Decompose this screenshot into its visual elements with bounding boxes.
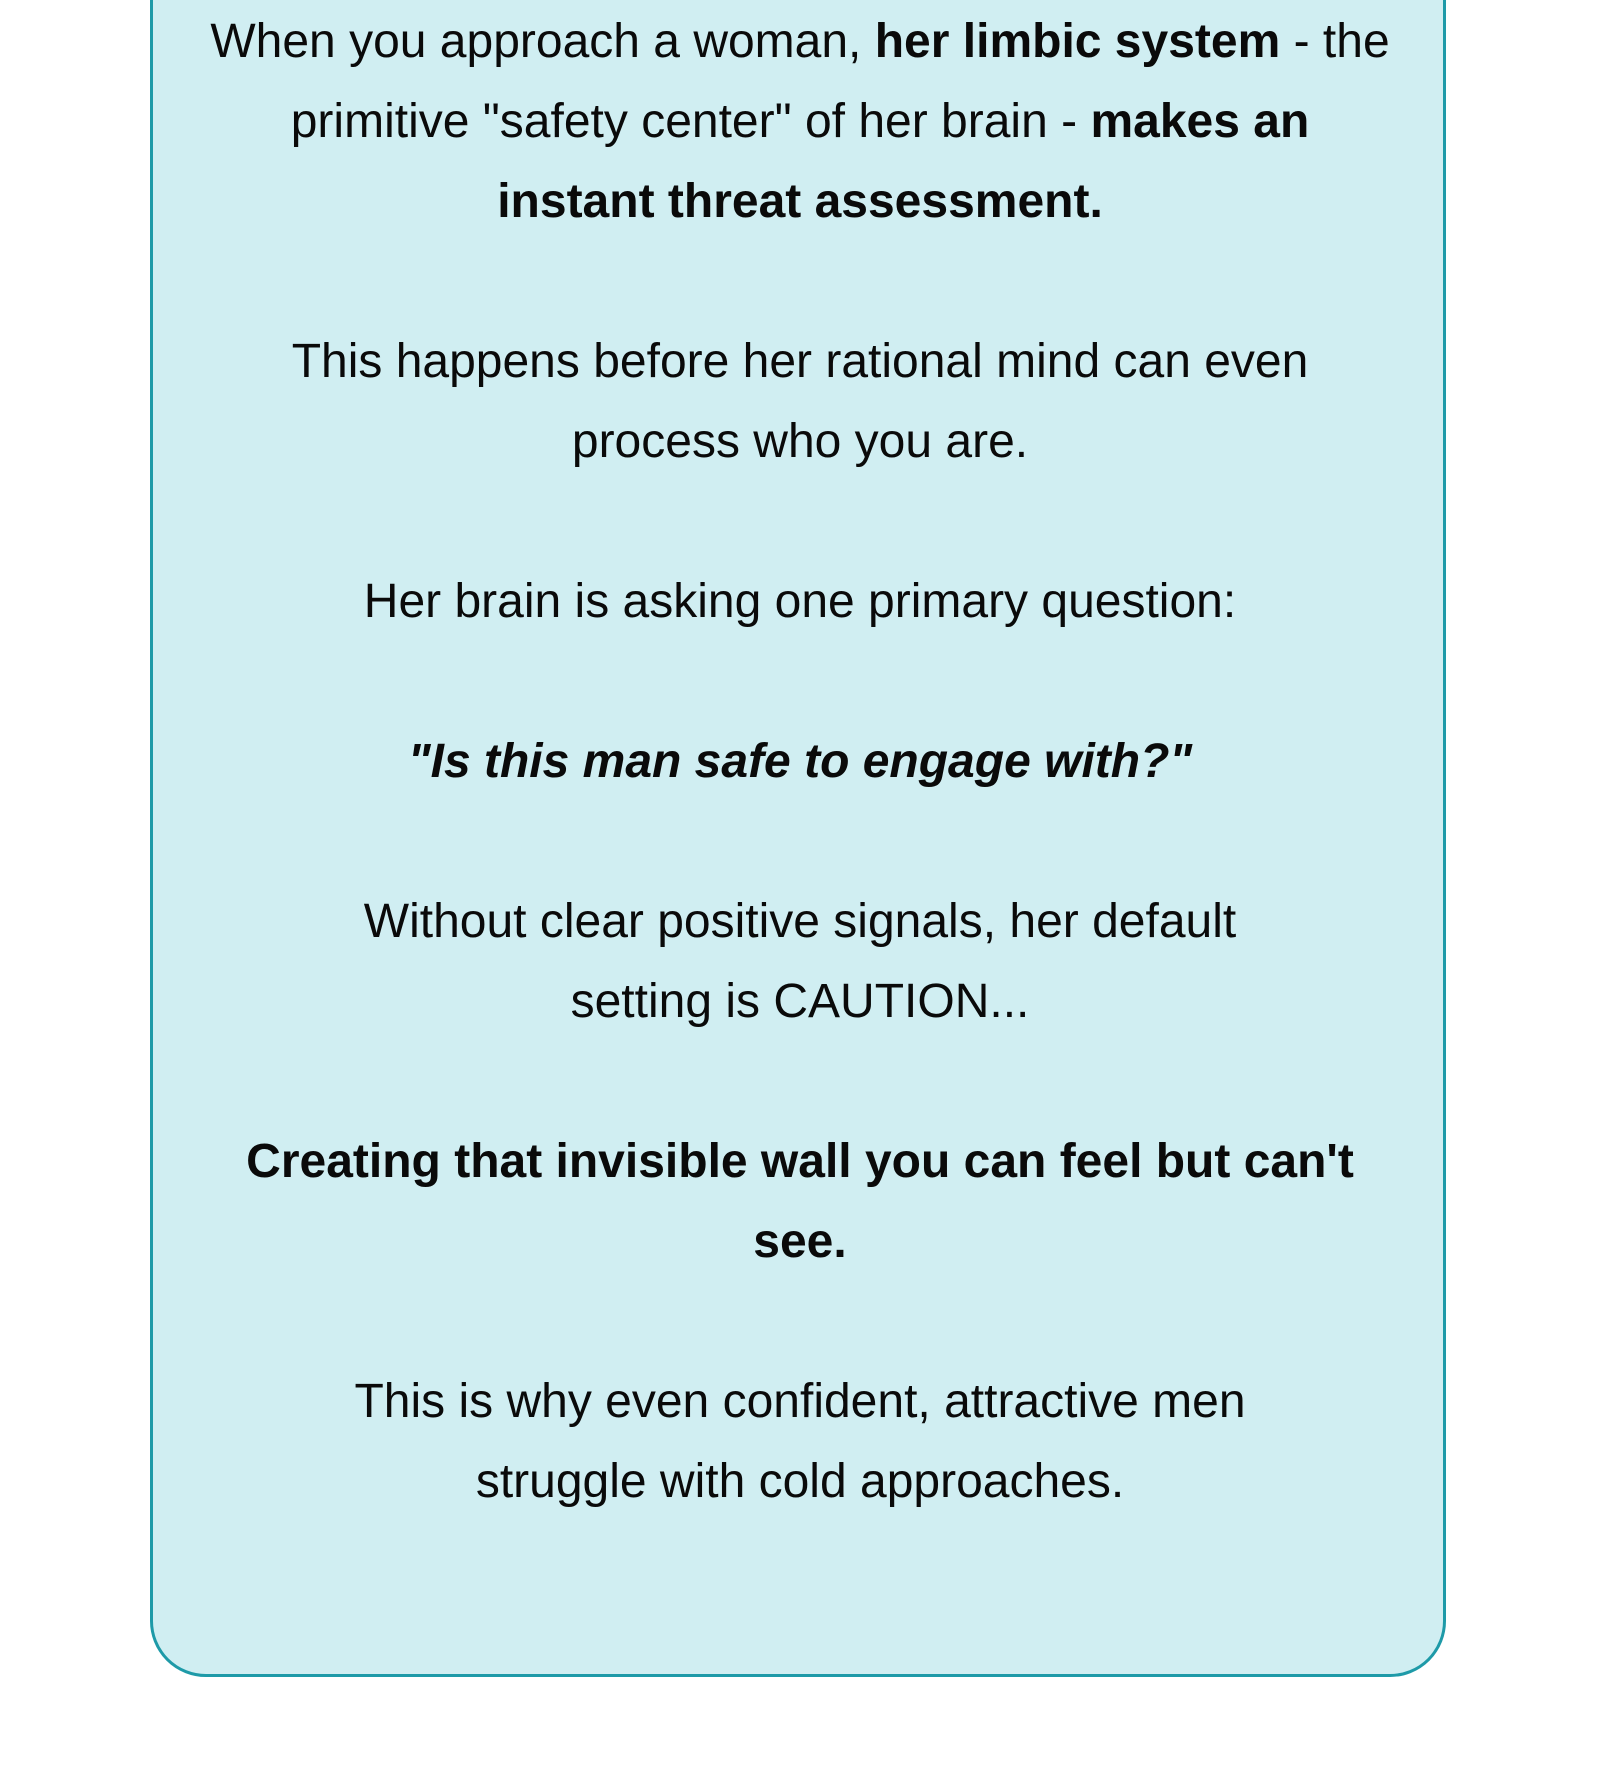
paragraph-rational-mind: This happens before her rational mind ca… [291,335,1309,468]
paragraph-invisible-wall: Creating that invisible wall you can fee… [246,1135,1354,1268]
text-intro: When you approach a woman, [210,15,875,68]
callout-content: When you approach a woman, her limbic sy… [210,2,1390,1602]
emphasis-threat-assessment: makes an instant threat assessment. [497,95,1310,228]
paragraph-limbic-system: When you approach a woman, her limbic sy… [210,2,1390,242]
callout-box [150,0,1446,1677]
paragraph-primary-question: Her brain is asking one primary question… [363,575,1237,628]
paragraph-cold-approaches: This is why even confident, attractive m… [354,1375,1246,1508]
emphasis-limbic-system: her limbic system [874,15,1281,68]
quote-safe-to-engage: "Is this man safe to engage with?" [407,735,1193,788]
paragraph-default-caution: Without clear positive signals, her defa… [363,895,1237,1028]
text-safety-center: - the primitive "safety center" of her b… [290,15,1390,148]
